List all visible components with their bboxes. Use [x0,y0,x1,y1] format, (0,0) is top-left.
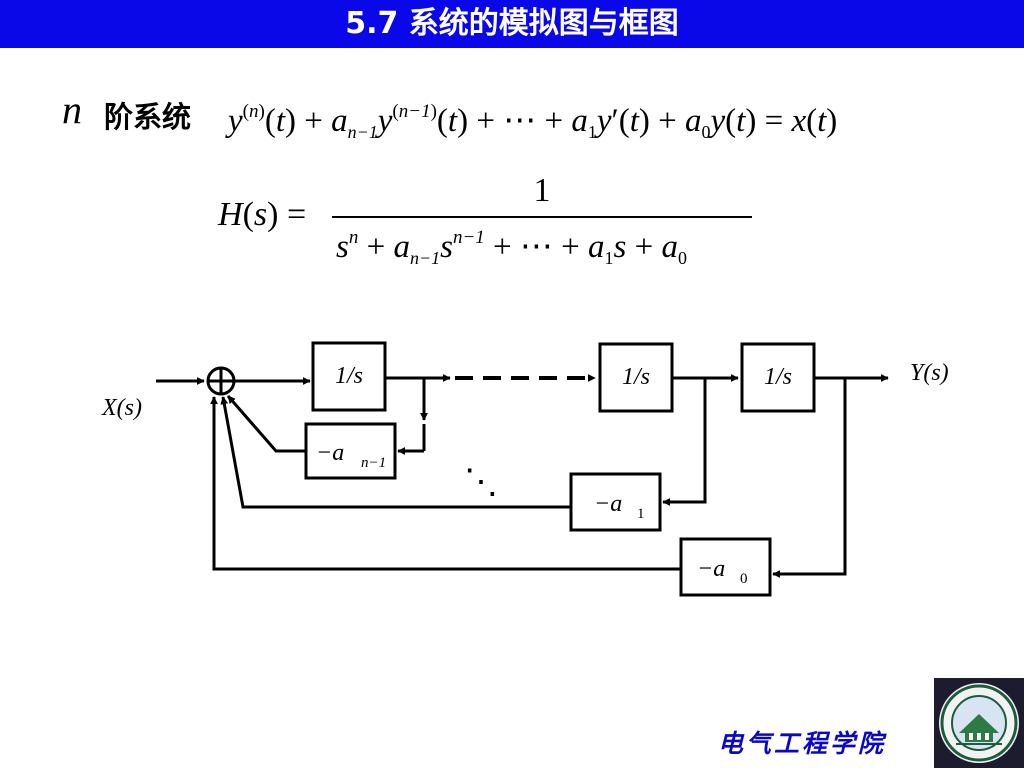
eq-plus3: + [544,103,564,139]
tf-den-s: s [336,229,349,265]
diagram-ellipsis: ⋱ [464,464,498,501]
eq-plus: + [304,103,323,139]
slide-title: 5.7 系统的模拟图与框图 [0,0,1024,48]
eq-y3: y [596,103,612,139]
eq-n: n [248,101,259,122]
eq-y4: y [710,103,726,139]
tf-den-sub-0: 0 [678,248,688,268]
tf-den-a: a [393,229,410,265]
eq-prime: ′ [611,103,619,139]
feedback-line-n-1 [226,395,306,453]
tf-den-plus2: + [493,229,512,265]
gain-block-a-n-1 [304,422,397,480]
input-label: X(s) [101,395,142,421]
tf-den-plus3: + [561,229,580,265]
eq-plus4: + [658,103,677,139]
tf-s: s [253,196,268,233]
eq-sub-n-1: n−1 [347,122,378,142]
tf-den-plus4: + [634,229,654,265]
tf-den-s3: s [613,229,627,265]
feedback-line-0 [210,396,681,571]
gain-block-a-1 [569,472,662,532]
gain-sub-a-0: 0 [740,571,748,587]
eq-a1: a [571,103,588,139]
eq-t: t [275,103,285,139]
eq-y: y [228,103,243,139]
system-order-symbol: n [62,87,82,132]
eq-y2: y [377,103,393,139]
tf-den-dots: ⋯ [519,229,553,265]
eq-plus2: + [476,103,495,139]
eq-equals: = [764,103,784,139]
output-label: Y(s) [910,360,949,386]
eq-sub-0: 0 [701,122,711,142]
gain-label-a-0: −a [697,556,725,582]
tf-equals: = [286,196,307,233]
tf-den-sup-n-1: n−1 [452,227,485,248]
tf-den-sub-n-1: n−1 [409,248,441,268]
gain-sub-a-n-1: n−1 [361,455,386,471]
eq-sup-n-1: n−1 [398,101,431,122]
eq-sub-1: 1 [587,122,597,142]
gain-block-a-0 [679,537,772,597]
eq-t5: t [817,103,827,139]
eq-a: a [331,103,348,139]
fraction-bar [332,216,752,218]
integrator-block-2 [598,342,674,413]
differential-equation: y(n)(t) + an−1y(n−1)(t) + ⋯ + a1y′(t) + … [228,101,838,142]
tf-den-s2: s [440,229,453,265]
system-order-label: 阶系统 [104,100,192,134]
eq-t2: t [447,103,458,139]
tf-den-n: n [348,227,359,248]
transfer-function-denominator: sn + an−1sn−1 + ⋯ + a1s + a0 [336,226,687,269]
integrator-block-3 [740,342,816,413]
eq-t3: t [629,103,639,139]
integrator-label-1: 1/s [335,363,363,389]
integrator-label-2: 1/s [622,364,650,390]
department-footer: 电气工程学院 [718,729,887,758]
gain-sub-a-1: 1 [637,506,645,522]
tf-den-a1: a [588,229,605,265]
university-logo [934,678,1024,768]
summing-junction [206,366,236,396]
tf-den-sub-1: 1 [604,248,614,268]
feedback-line-1 [220,396,571,509]
eq-a0: a [685,103,702,139]
transfer-function-lhs: H(s) = [218,196,307,233]
transfer-function-numerator: 1 [533,172,551,209]
tf-den-a0: a [661,229,679,265]
tap-0 [772,378,847,578]
tap-1 [662,378,707,506]
eq-x: x [791,103,807,139]
integrator-label-3: 1/s [764,364,792,390]
eq-t4: t [736,103,746,139]
tf-den-plus: + [366,229,386,265]
tf-H: H [218,196,243,233]
eq-dots: ⋯ [503,103,537,139]
gain-label-a-1: −a [594,491,622,517]
gain-label-a-n-1: −a [316,440,344,466]
